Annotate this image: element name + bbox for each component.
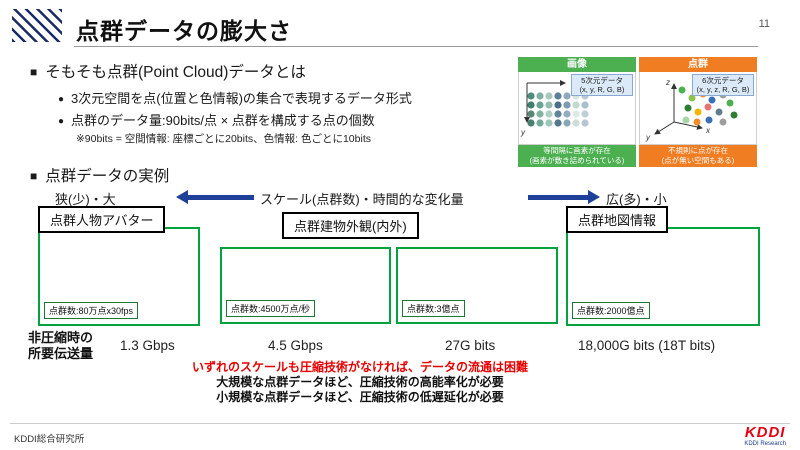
intro-bullet-2-text: 点群のデータ量:90bits/点 × 点群を構成する点の個数 xyxy=(71,113,375,128)
avatar-example-label: 点群人物アバター xyxy=(38,206,166,233)
examples-heading-text: 点群データの実例 xyxy=(45,168,170,185)
building-stream-image-frame: 点群数:4500万点/秒 xyxy=(220,247,391,324)
square-bullet-icon: ■ xyxy=(30,169,38,183)
row-label-line1: 非圧縮時の xyxy=(28,330,94,345)
pointcloud-dim-sub: (x, y, z, R, G, B) xyxy=(696,85,750,94)
pointcloud-dim-label: 6次元データ xyxy=(702,76,744,85)
map-example-label: 点群地図情報 xyxy=(566,206,669,233)
left-arrowhead xyxy=(176,190,188,204)
image-panel: 画像 5次元データ (x, y, R, G, B) x y xyxy=(518,57,636,167)
pointcloud-caption-line2: (点が無い空間もある) xyxy=(661,155,735,165)
kddi-research-text: KDDI Research xyxy=(744,441,786,447)
pointcloud-axis-y-label: y xyxy=(645,133,651,142)
map-bitrate: 18,000G bits (18T bits) xyxy=(578,338,716,353)
pointcloud-axis-z-label: z xyxy=(665,78,670,87)
map-image-frame: 点群数:2000億点 xyxy=(566,227,760,326)
pointcloud-caption-line1: 不規則に点が存在 xyxy=(668,146,728,155)
intro-bullet-1-text: 3次元空間を点(位置と色情報)の集合で表現するデータ形式 xyxy=(71,91,412,106)
building-stream-point-count: 点群数:4500万点/秒 xyxy=(226,300,316,317)
conclusion-block: いずれのスケールも圧縮技術がなければ、データの流通は困難 大規模な点群データほど… xyxy=(120,360,600,405)
right-arrow-icon xyxy=(528,190,600,204)
footer-organization: KDDI総合研究所 xyxy=(14,434,85,445)
image-axis-y-label: y xyxy=(520,128,526,137)
building-static-point-count: 点群数:3億点 xyxy=(402,300,465,317)
page-number: 11 xyxy=(758,18,770,30)
uncompressed-rate-row-label: 非圧縮時の 所要伝送量 xyxy=(28,330,93,362)
image-panel-header: 画像 xyxy=(518,57,636,72)
scale-label-right: 広(多)・小 xyxy=(606,192,667,207)
conclusion-highlight: いずれのスケールも圧縮技術がなければ、データの流通は困難 xyxy=(191,360,528,374)
building-stream-bitrate: 4.5 Gbps xyxy=(268,338,323,353)
image-vs-pointcloud-panels: 画像 5次元データ (x, y, R, G, B) x y xyxy=(518,57,759,167)
intro-heading: ■ そもそも点群(Point Cloud)データとは xyxy=(30,60,306,82)
title-underline xyxy=(74,46,758,47)
examples-heading: ■ 点群データの実例 xyxy=(30,164,169,186)
right-arrowhead xyxy=(588,190,600,204)
footer-divider xyxy=(10,423,790,424)
pointcloud-panel-header: 点群 xyxy=(639,57,757,72)
avatar-image-frame: 点群数:80万点x30fps xyxy=(38,227,200,326)
pixel-dots xyxy=(527,92,589,127)
avatar-point-count: 点群数:80万点x30fps xyxy=(44,302,139,319)
building-static-bitrate: 27G bits xyxy=(445,338,496,353)
bits-note: ※90bits = 空間情報: 座標ごとに20bits、色情報: 色ごとに10b… xyxy=(76,133,371,145)
image-caption-line1: 等間隔に画素が存在 xyxy=(543,146,611,155)
left-arrow-shaft xyxy=(187,194,254,200)
scale-label-left: 狭(少)・大 xyxy=(55,192,116,207)
title-hatch-decoration xyxy=(12,9,62,42)
image-caption-line2: (画素が敷き詰められている) xyxy=(529,155,625,165)
scale-label-center: スケール(点群数)・時間的な変化量 xyxy=(260,192,464,207)
left-arrow-icon xyxy=(176,190,254,204)
row-label-line2: 所要伝送量 xyxy=(28,346,94,361)
pointcloud-panel-caption: 不規則に点が存在 (点が無い空間もある) xyxy=(639,145,757,167)
pointcloud-panel: 点群 6次元データ (x, y, z, R, G, B) z xyxy=(639,57,757,167)
intro-heading-text: そもそも点群(Point Cloud)データとは xyxy=(45,64,306,81)
circle-bullet-icon: ● xyxy=(58,115,65,127)
right-arrow-shaft xyxy=(528,194,589,200)
pointcloud-dimension-box: 6次元データ (x, y, z, R, G, B) xyxy=(692,74,754,96)
pixel-grid-illustration: x y xyxy=(520,79,589,137)
kddi-logo: KDDI KDDI Research xyxy=(744,424,786,448)
image-dim-label: 5次元データ xyxy=(581,76,623,85)
conclusion-line3: 小規模な点群データほど、圧縮技術の低遅延化が必要 xyxy=(216,390,504,404)
circle-bullet-icon: ● xyxy=(58,93,65,105)
image-dimension-box: 5次元データ (x, y, R, G, B) xyxy=(571,74,633,96)
intro-bullet-2: ● 点群のデータ量:90bits/点 × 点群を構成する点の個数 xyxy=(58,110,375,129)
pointcloud-panel-body: 6次元データ (x, y, z, R, G, B) z x y xyxy=(639,72,757,145)
conclusion-line2: 大規模な点群データほど、圧縮技術の高能率化が必要 xyxy=(216,375,504,389)
square-bullet-icon: ■ xyxy=(30,65,38,79)
avatar-bitrate: 1.3 Gbps xyxy=(120,338,175,353)
intro-bullet-1: ● 3次元空間を点(位置と色情報)の集合で表現するデータ形式 xyxy=(58,88,412,107)
kddi-logo-text: KDDI xyxy=(744,424,786,441)
building-static-image-frame: 点群数:3億点 xyxy=(396,247,558,324)
building-example-label: 点群建物外観(内外) xyxy=(282,212,419,239)
page-title: 点群データの膨大さ xyxy=(76,18,292,44)
map-point-count: 点群数:2000億点 xyxy=(572,302,650,319)
image-panel-body: 5次元データ (x, y, R, G, B) x y xyxy=(518,72,636,145)
pointcloud-axis-x-label: x xyxy=(705,126,711,135)
image-panel-caption: 等間隔に画素が存在 (画素が敷き詰められている) xyxy=(518,145,636,167)
image-dim-sub: (x, y, R, G, B) xyxy=(579,85,625,94)
